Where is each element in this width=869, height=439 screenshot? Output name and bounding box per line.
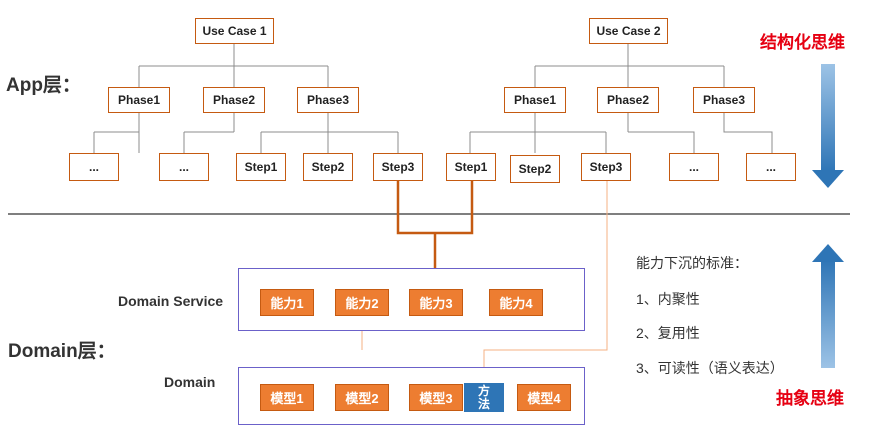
use-case-2: Use Case 2	[589, 18, 668, 44]
model-2: 模型2	[335, 384, 389, 411]
model-4: 模型4	[517, 384, 571, 411]
phase-left-1: Phase1	[108, 87, 170, 113]
phase-right-2: Phase2	[597, 87, 659, 113]
domain-label: Domain	[164, 374, 216, 390]
capability-3: 能力3	[409, 289, 463, 316]
step-left-ellipsis-1: ...	[69, 153, 119, 181]
abstract-thinking-label: 抽象思维	[776, 389, 844, 408]
capability-4: 能力4	[489, 289, 543, 316]
domain-service-label: Domain Service	[118, 293, 224, 309]
step-right-2: Step2	[510, 155, 560, 183]
criteria-item-1: 1、内聚性	[636, 291, 700, 307]
phase-right-1: Phase1	[504, 87, 566, 113]
step-right-1: Step1	[446, 153, 496, 181]
app-layer-label: App层：	[6, 75, 81, 96]
use-case-1: Use Case 1	[195, 18, 274, 44]
capability-2: 能力2	[335, 289, 389, 316]
step-left-3: Step3	[373, 153, 423, 181]
model-3: 模型3	[409, 384, 463, 411]
phase-left-2: Phase2	[203, 87, 265, 113]
step-right-ellipsis-1: ...	[669, 153, 719, 181]
method-char-1: 方	[477, 383, 490, 398]
criteria-item-2: 2、复用性	[636, 325, 700, 341]
structured-thinking-label: 结构化思维	[760, 33, 845, 52]
method-char-2: 法	[477, 396, 490, 411]
phase-right-3: Phase3	[693, 87, 755, 113]
criteria-title: 能力下沉的标准：	[636, 255, 748, 271]
capability-1: 能力1	[260, 289, 314, 316]
step-left-2: Step2	[303, 153, 353, 181]
step-left-ellipsis-2: ...	[159, 153, 209, 181]
phase-left-3: Phase3	[297, 87, 359, 113]
criteria-item-3: 3、可读性（语义表达）	[636, 360, 784, 376]
step-right-3: Step3	[581, 153, 631, 181]
step-left-1: Step1	[236, 153, 286, 181]
domain-layer-label: Domain层：	[8, 341, 116, 362]
method-box: 方 法	[464, 383, 504, 412]
model-1: 模型1	[260, 384, 314, 411]
step-right-ellipsis-2: ...	[746, 153, 796, 181]
